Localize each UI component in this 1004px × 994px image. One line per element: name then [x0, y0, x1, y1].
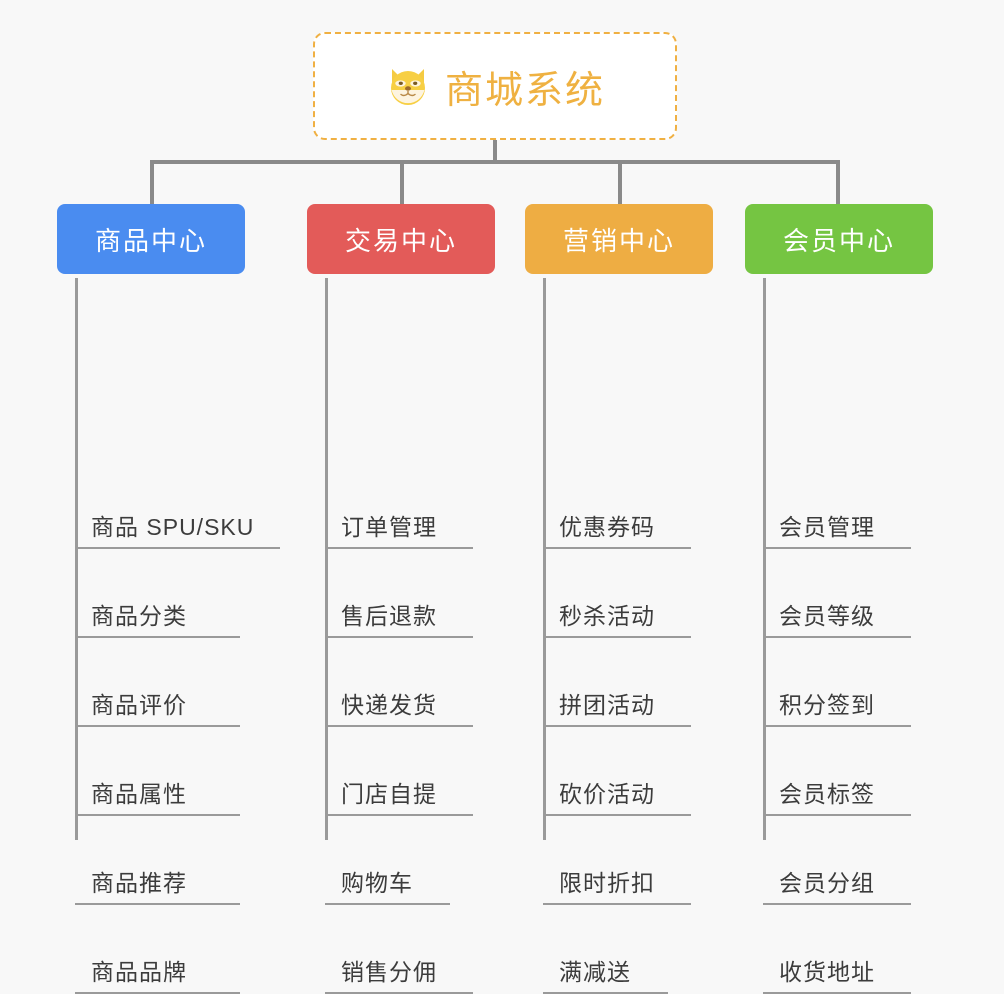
leaf-underline: 砍价活动	[543, 775, 691, 816]
branch-header-label: 商品中心	[94, 225, 207, 256]
leaf-item[interactable]: 秒杀活动	[543, 549, 691, 638]
root-title: 商城系统	[444, 69, 605, 112]
leaf-label: 满减送	[559, 959, 631, 985]
leaf-label: 会员标签	[779, 781, 875, 807]
leaf-underline: 商品属性	[75, 775, 240, 816]
leaf-underline: 积分签到	[763, 686, 911, 727]
leaf-underline: 快递发货	[325, 686, 473, 727]
leaf-item[interactable]: 优惠券码	[543, 460, 691, 549]
leaf-item[interactable]: 商品 SPU/SKU	[75, 460, 280, 549]
leaf-underline: 拼团活动	[543, 686, 691, 727]
branch-header-label: 会员中心	[782, 225, 895, 256]
leaf-underline: 满减送	[543, 953, 668, 994]
leaf-label: 售后退款	[341, 603, 437, 629]
leaf-underline: 商品推荐	[75, 864, 240, 905]
leaf-item[interactable]: 商品属性	[75, 727, 240, 816]
leaf-underline: 订单管理	[325, 508, 473, 549]
leaf-item[interactable]: 快递发货	[325, 638, 473, 727]
branch-trunk-4	[763, 278, 766, 840]
connector-drop-branch-1	[150, 160, 154, 206]
root-node[interactable]: 商城系统	[313, 32, 677, 140]
leaf-item[interactable]: 商品品牌	[75, 905, 240, 994]
leaf-item[interactable]: 拼团活动	[543, 638, 691, 727]
branch-header-3[interactable]: 营销中心	[525, 204, 713, 274]
branch-header-4[interactable]: 会员中心	[745, 204, 933, 274]
leaf-item[interactable]: 订单管理	[325, 460, 473, 549]
leaf-underline: 会员分组	[763, 864, 911, 905]
leaf-label: 会员分组	[779, 870, 875, 896]
leaf-label: 砍价活动	[559, 781, 655, 807]
leaf-item[interactable]: 商品评价	[75, 638, 240, 727]
leaf-label: 秒杀活动	[559, 603, 655, 629]
leaf-label: 商品 SPU/SKU	[91, 514, 255, 540]
leaf-item[interactable]: 购物车	[325, 816, 450, 905]
leaf-underline: 会员管理	[763, 508, 911, 549]
leaf-item[interactable]: 限时折扣	[543, 816, 691, 905]
leaf-label: 购物车	[341, 870, 413, 896]
mindmap-canvas: 商城系统 商品中心 商品 SPU/SKU 商品分类 商品评价 商品属性 商品推荐…	[57, 32, 933, 994]
leaf-underline: 商品分类	[75, 597, 240, 638]
leaf-label: 商品品牌	[91, 959, 187, 985]
leaf-underline: 限时折扣	[543, 864, 691, 905]
shiba-dog-face-icon	[385, 63, 431, 109]
leaf-item[interactable]: 销售分佣	[325, 905, 473, 994]
leaf-item[interactable]: 商品推荐	[75, 816, 240, 905]
leaf-underline: 商品品牌	[75, 953, 240, 994]
leaf-item[interactable]: 积分签到	[763, 638, 911, 727]
leaf-label: 订单管理	[341, 514, 437, 540]
leaf-label: 商品评价	[91, 692, 187, 718]
leaf-item[interactable]: 会员管理	[763, 460, 911, 549]
leaf-label: 会员管理	[779, 514, 875, 540]
branch-trunk-1	[75, 278, 78, 840]
leaf-item[interactable]: 门店自提	[325, 727, 473, 816]
leaf-label: 销售分佣	[341, 959, 437, 985]
leaf-item[interactable]: 售后退款	[325, 549, 473, 638]
leaf-label: 商品分类	[91, 603, 187, 629]
leaf-label: 商品属性	[91, 781, 187, 807]
leaf-label: 优惠券码	[559, 514, 655, 540]
leaf-underline: 销售分佣	[325, 953, 473, 994]
leaf-item[interactable]: 商品分类	[75, 549, 240, 638]
leaf-item[interactable]: 会员等级	[763, 549, 911, 638]
leaf-underline: 购物车	[325, 864, 450, 905]
leaf-item[interactable]: 满减送	[543, 905, 668, 994]
connector-drop-branch-4	[836, 160, 840, 206]
leaf-underline: 售后退款	[325, 597, 473, 638]
leaf-label: 限时折扣	[559, 870, 655, 896]
leaf-underline: 门店自提	[325, 775, 473, 816]
leaf-label: 积分签到	[779, 692, 875, 718]
leaf-label: 快递发货	[341, 692, 437, 718]
leaf-item[interactable]: 会员标签	[763, 727, 911, 816]
leaf-underline: 商品 SPU/SKU	[75, 508, 280, 549]
branch-trunk-2	[325, 278, 328, 840]
leaf-item[interactable]: 收货地址	[763, 905, 911, 994]
branch-header-2[interactable]: 交易中心	[307, 204, 495, 274]
connector-drop-branch-2	[400, 160, 404, 206]
leaf-label: 收货地址	[779, 959, 875, 985]
leaf-label: 门店自提	[341, 781, 437, 807]
connector-drop-branch-3	[618, 160, 622, 206]
leaf-item[interactable]: 会员分组	[763, 816, 911, 905]
branch-header-1[interactable]: 商品中心	[57, 204, 245, 274]
leaf-underline: 会员标签	[763, 775, 911, 816]
connector-root-stem	[493, 140, 497, 164]
branch-header-label: 营销中心	[562, 225, 675, 256]
branch-header-label: 交易中心	[344, 225, 457, 256]
leaf-underline: 秒杀活动	[543, 597, 691, 638]
connector-horizontal-bus	[150, 160, 840, 164]
leaf-label: 商品推荐	[91, 870, 187, 896]
leaf-label: 拼团活动	[559, 692, 655, 718]
branch-trunk-3	[543, 278, 546, 840]
leaf-label: 会员等级	[779, 603, 875, 629]
leaf-underline: 会员等级	[763, 597, 911, 638]
leaf-underline: 收货地址	[763, 953, 911, 994]
leaf-underline: 商品评价	[75, 686, 240, 727]
leaf-underline: 优惠券码	[543, 508, 691, 549]
leaf-item[interactable]: 砍价活动	[543, 727, 691, 816]
